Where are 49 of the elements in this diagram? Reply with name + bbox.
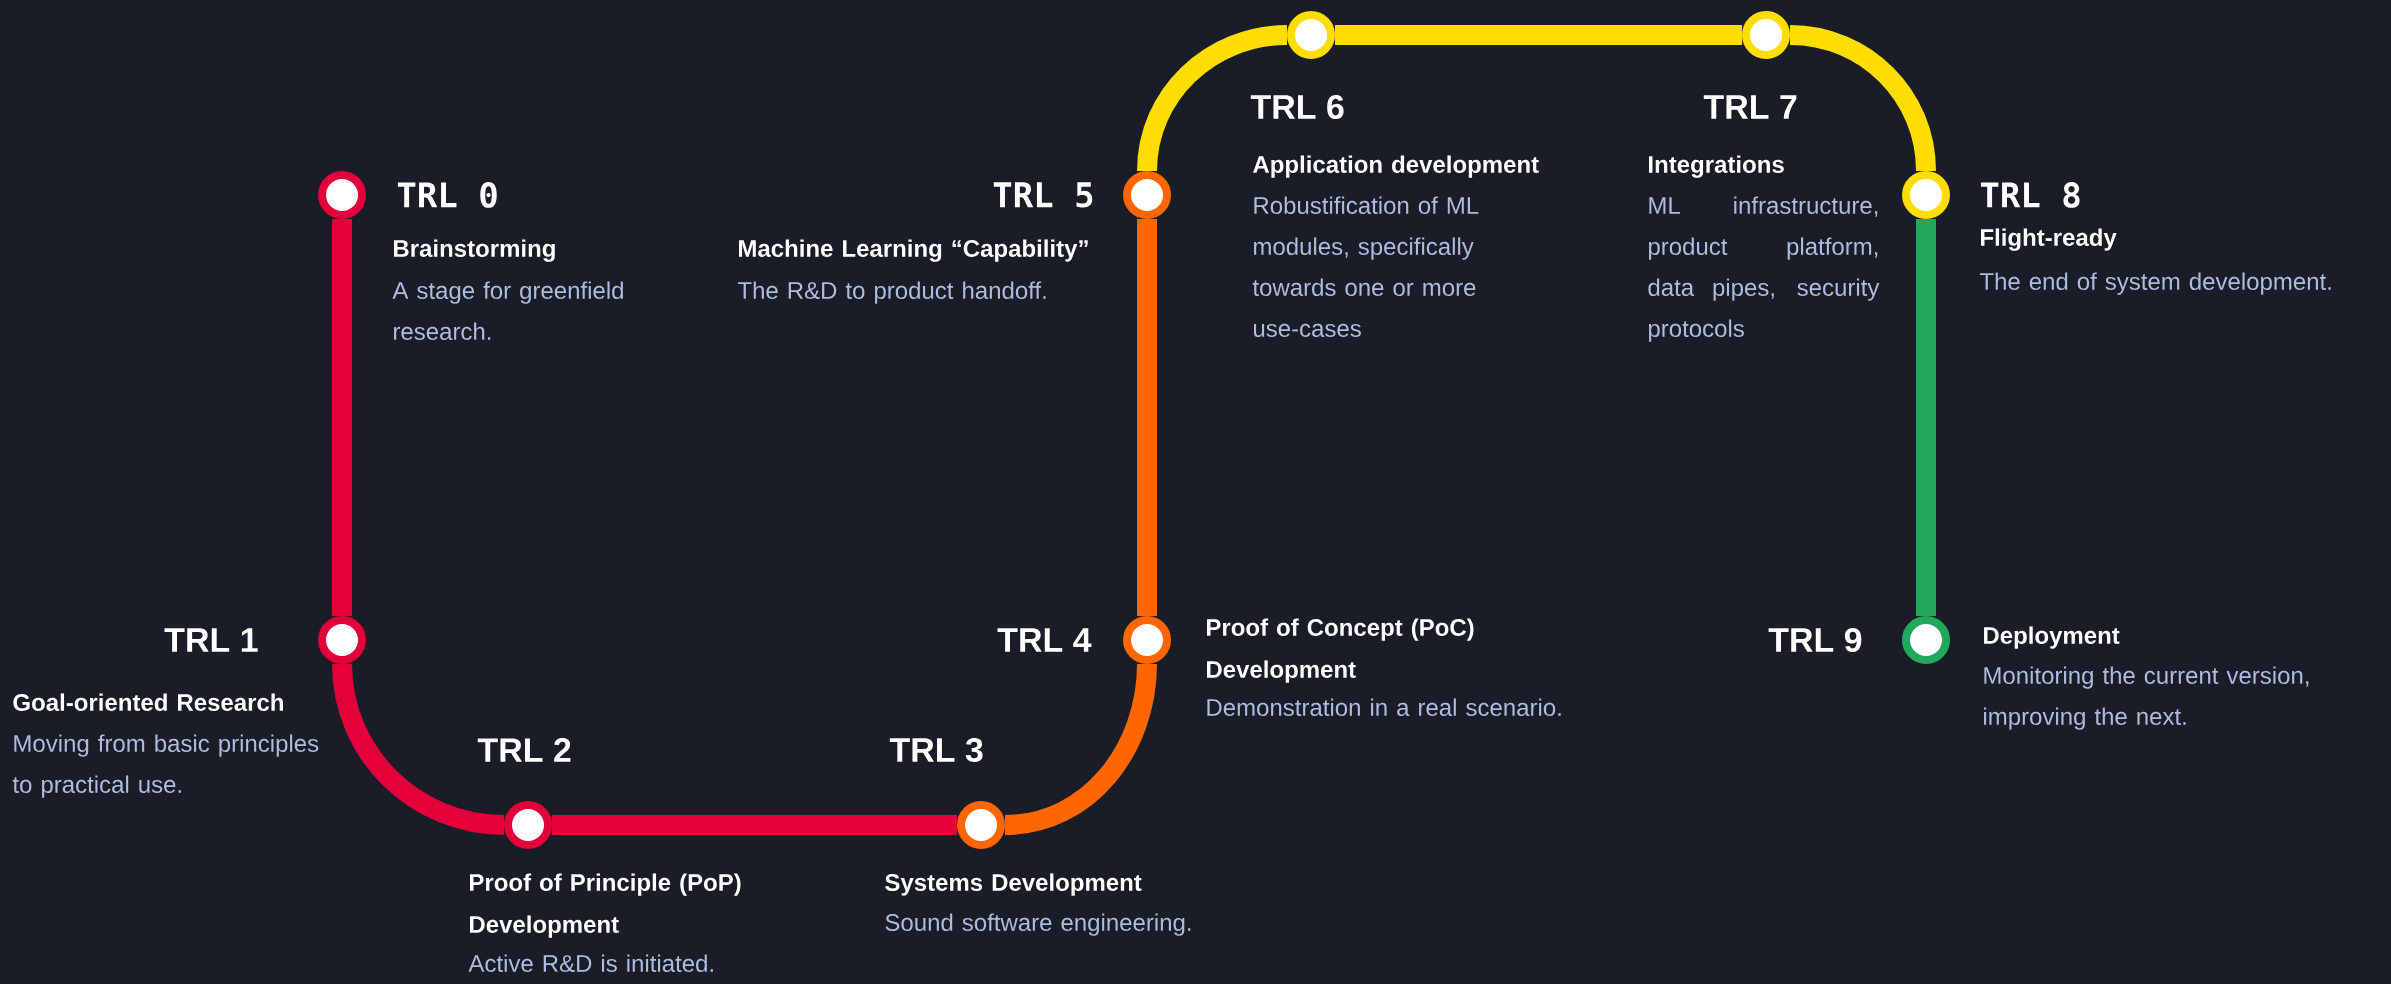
track-line — [1137, 25, 1288, 172]
stage-title: Proof of Principle (PoP) Development — [470, 873, 741, 938]
stage-description: The end of system development. — [1979, 272, 2331, 295]
stage-description: A stage for greenfield research. — [392, 281, 623, 340]
station-circle — [318, 171, 366, 219]
track-line — [1004, 663, 1157, 835]
stage-label: TRL 0 — [397, 182, 497, 208]
station-circle — [504, 801, 552, 849]
stage-label: TRL 9 — [1768, 627, 1862, 653]
stage-label: TRL 5 — [993, 182, 1093, 208]
station-circle — [1902, 616, 1950, 664]
track-line — [332, 663, 505, 835]
stage-description: Sound software engineering. — [885, 913, 1191, 936]
track-line — [332, 219, 352, 616]
stage-label: TRL 6 — [1250, 94, 1344, 120]
station-circle — [1123, 616, 1171, 664]
stage-title: Machine Learning “Capability” — [739, 239, 1088, 262]
stage-title: Proof of Concept (PoC) Development — [1207, 618, 1474, 683]
stage-label: TRL 7 — [1703, 95, 1797, 119]
station-circle — [318, 616, 366, 664]
station-circle — [1742, 11, 1790, 59]
stage-description: Moving from basic principles to practical use. — [12, 734, 319, 798]
stage-label: TRL 2 — [477, 738, 571, 762]
stage-title: Integrations — [1649, 155, 1784, 178]
stage-title: Brainstorming — [394, 239, 555, 262]
track-line — [1916, 219, 1936, 616]
stage-title: Goal-oriented Research — [13, 693, 283, 711]
stage-label: TRL 3 — [889, 737, 983, 763]
stage-label: TRL 8 — [1980, 182, 2080, 208]
stage-description: The R&D to product handoff. — [737, 281, 1046, 304]
stage-title: Deployment — [1984, 626, 2120, 649]
stage-description: Active R&D is initiated. — [468, 954, 713, 972]
track-line — [552, 815, 957, 835]
track-line — [1137, 219, 1157, 616]
stage-title: Application development — [1253, 155, 1539, 178]
station-circle — [1287, 11, 1335, 59]
stage-description: ML infrastructure, product platform, data pipes, security protocols — [1648, 196, 1880, 342]
stage-title: Systems Development — [885, 873, 1142, 896]
station-circle — [1902, 171, 1950, 219]
stage-description: Monitoring the current version, improving the next. — [1984, 666, 2309, 730]
track-line — [1335, 25, 1742, 45]
station-circle — [1123, 171, 1171, 219]
track-line — [1789, 25, 1936, 172]
station-circle — [957, 801, 1005, 849]
stage-description: Demonstration in a real scenario. — [1207, 698, 1561, 716]
stage-label: TRL 1 — [164, 628, 258, 652]
stage-description: Robustification of ML modules, specifically towards one or more use-cases — [1252, 196, 1479, 337]
stage-title: Flight-ready — [1981, 228, 2117, 251]
stage-label: TRL 4 — [997, 628, 1092, 652]
